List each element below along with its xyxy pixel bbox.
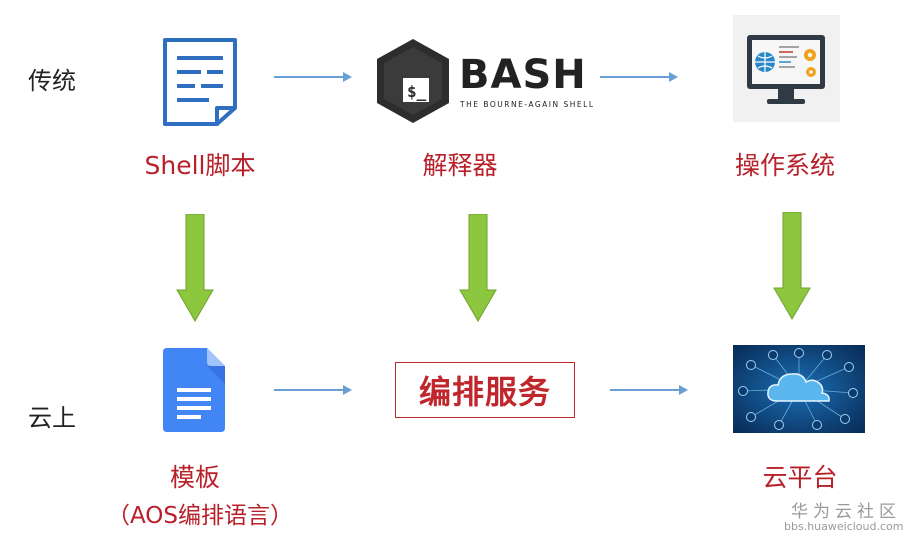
row-label-traditional: 传统	[28, 67, 76, 95]
orchestration-service-box: 编排服务	[395, 362, 575, 418]
caption-template: 模板	[169, 463, 220, 492]
caption-interpreter: 解释器	[422, 151, 498, 180]
cloud-network-icon	[733, 345, 865, 433]
bash-subtitle: THE BOURNE-AGAIN SHELL	[460, 100, 595, 109]
caption-template-sub: （AOS编排语言）	[106, 503, 294, 529]
down-arrow-shell-to-template	[176, 214, 214, 322]
bash-logo-icon: $_	[377, 39, 449, 123]
watermark-url: bbs.huaweicloud.com	[784, 520, 904, 533]
caption-shell-script: Shell脚本	[144, 151, 256, 180]
flow-arrow-orchestration-to-cloud	[610, 385, 688, 394]
orchestration-service-label: 编排服务	[418, 373, 551, 411]
down-arrow-os-to-cloud-platform	[773, 212, 811, 320]
flow-arrow-shell-to-interpreter	[274, 72, 352, 81]
down-arrow-interpreter-to-orchestration	[459, 214, 497, 322]
bash-wordmark: BASH	[459, 52, 587, 98]
flow-arrow-template-to-orchestration	[274, 385, 352, 394]
bash-prompt: $_	[407, 82, 427, 101]
row-label-cloud: 云上	[28, 404, 76, 432]
google-doc-icon	[163, 348, 225, 432]
watermark-name: 华为云社区	[791, 502, 901, 522]
document-icon	[163, 38, 237, 126]
caption-operating-system: 操作系统	[734, 151, 835, 180]
caption-cloud-platform: 云平台	[762, 463, 838, 492]
flow-arrow-interpreter-to-os	[600, 72, 678, 81]
monitor-gears-icon	[733, 15, 840, 122]
